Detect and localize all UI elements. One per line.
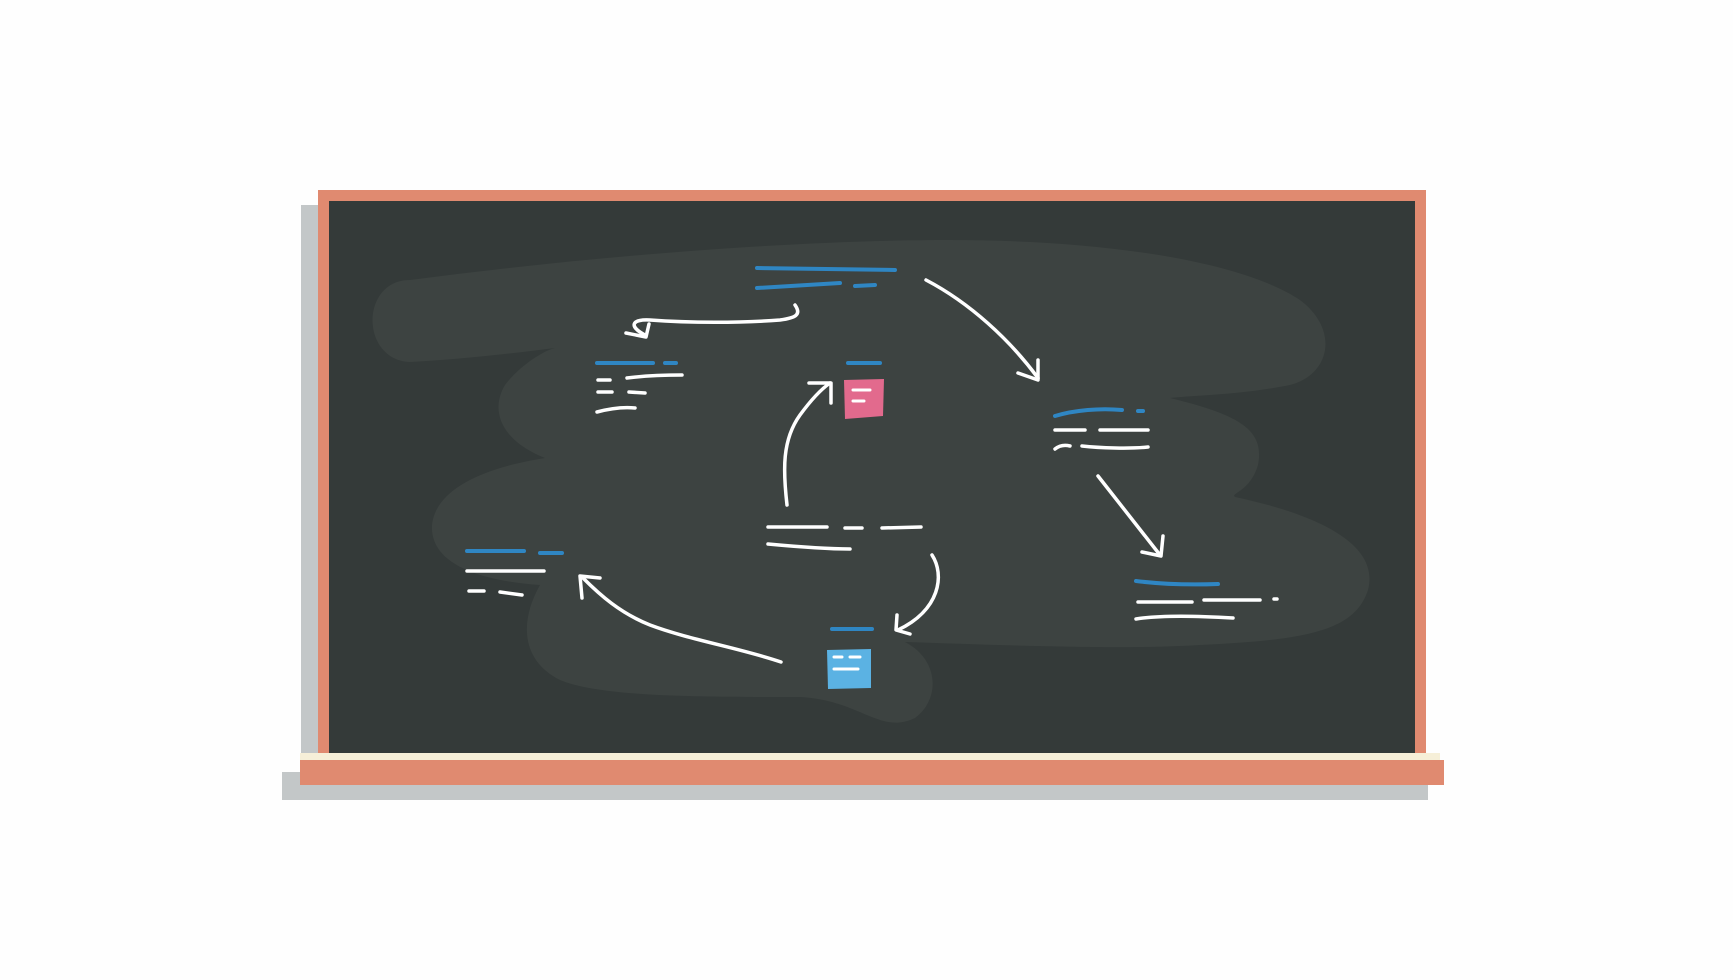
arrow-top-to-upper-left [632,303,800,337]
chalk-smudge [372,240,1370,723]
node-center-text-line [766,542,852,551]
node-right [1053,407,1150,451]
node-upper-left-text-line [625,373,684,380]
node-top-title-line [755,281,842,290]
node-top-title-line [853,283,877,288]
arrows [578,278,1165,664]
node-right-text-line [1053,443,1072,451]
arrow-top-to-upper-left-head [624,322,651,339]
arrow-right-to-lower-right [1096,474,1162,557]
arrow-top-to-right [924,278,1040,380]
node-bottom [827,627,874,689]
arrow-bottom-to-left [581,576,783,664]
sticky-note-pink [844,379,884,419]
node-top-title-line [755,266,897,272]
node-center-text-line [880,525,923,530]
arrow-bottom-to-left-head [578,574,602,600]
arrow-top-to-right-head [1016,358,1040,382]
chalk-ledge-highlight [300,753,1440,760]
node-lower-right [1134,579,1279,621]
node-upper-left-text-line [627,390,647,395]
node-center-top [844,361,884,419]
node-lower-right-text-line [1134,614,1235,621]
arrow-center-to-bottom-head [894,613,912,636]
node-right-text-line [1080,444,1150,450]
arrow-center-to-center-top-head [807,381,833,405]
node-center [766,525,923,551]
node-top [755,266,897,290]
node-upper-left-text-line [595,405,637,414]
node-left [465,549,564,597]
node-upper-left [595,361,684,414]
arrow-center-to-bottom [896,553,940,632]
node-lower-right-title-line [1134,579,1220,587]
node-left-text-line [498,590,524,597]
arrow-center-to-center-top [782,381,832,507]
chalk-ledge [300,760,1444,785]
arrow-right-to-lower-right-head [1140,534,1165,558]
node-right-title-line [1053,407,1124,418]
